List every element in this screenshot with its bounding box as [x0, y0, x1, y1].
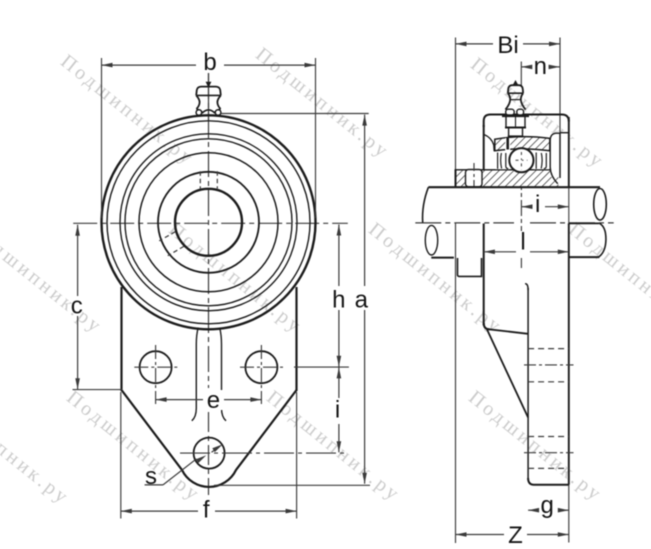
svg-text:f: f: [203, 497, 210, 524]
svg-text:g: g: [541, 492, 554, 519]
svg-text:Bi: Bi: [497, 32, 518, 59]
svg-text:i: i: [335, 396, 340, 423]
svg-text:s: s: [145, 463, 157, 490]
svg-text:n: n: [534, 53, 547, 80]
svg-text:Z: Z: [508, 522, 523, 549]
svg-text:l: l: [520, 229, 525, 256]
svg-text:h: h: [332, 286, 345, 313]
svg-text:e: e: [207, 387, 220, 414]
svg-text:a: a: [355, 286, 369, 313]
svg-text:c: c: [71, 292, 83, 319]
svg-text:i: i: [535, 191, 540, 218]
svg-text:b: b: [203, 49, 216, 76]
